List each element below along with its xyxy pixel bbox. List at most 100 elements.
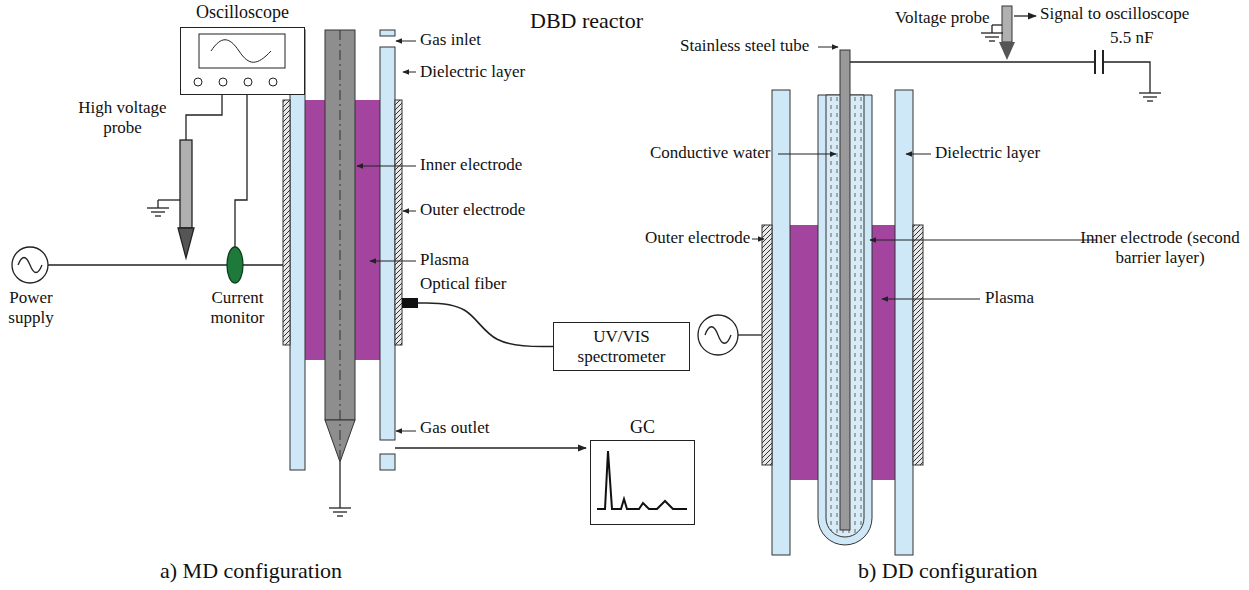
leader-line xyxy=(870,240,1097,241)
part-label: Conductive water xyxy=(650,143,770,163)
part-label: Inner electrode xyxy=(420,155,522,175)
outer-electrode xyxy=(283,100,290,345)
ac-wave xyxy=(18,258,42,273)
part-label: Plasma xyxy=(985,288,1034,308)
spectrometer-box: UV/VIS spectrometer xyxy=(553,322,690,371)
illustration-part xyxy=(991,25,992,33)
leader-line xyxy=(403,72,416,73)
wire xyxy=(992,24,1002,25)
part-label: Stainless steel tube xyxy=(680,36,809,56)
leader-line xyxy=(882,299,980,300)
illustration-part xyxy=(698,16,1150,355)
md-reactor xyxy=(283,30,586,470)
part-label: Dielectric layer xyxy=(935,143,1040,163)
probe-body xyxy=(180,140,192,228)
ground-symbol xyxy=(1139,85,1161,101)
ground-symbol xyxy=(329,500,351,516)
current-monitor-symbol xyxy=(227,247,243,283)
illustration-part xyxy=(989,40,995,41)
part-label: Optical fiber xyxy=(420,274,506,294)
illustration-part xyxy=(155,215,161,216)
knob xyxy=(269,78,277,86)
illustration-part xyxy=(329,507,351,508)
md-circuit xyxy=(12,95,283,283)
part-label: Gas outlet xyxy=(420,418,489,438)
outer-electrode xyxy=(762,225,772,465)
power-supply-symbol xyxy=(12,247,48,283)
box-heading: GC xyxy=(571,417,714,438)
wire xyxy=(235,95,247,247)
trace xyxy=(211,40,271,63)
dielectric-wall xyxy=(380,30,395,36)
stainless-tube xyxy=(840,50,850,530)
knob xyxy=(194,78,202,86)
gas-outlet-arrow xyxy=(395,447,586,448)
oscilloscope-panel xyxy=(181,28,303,93)
box-heading: Oscilloscope xyxy=(161,2,324,23)
illustration-part xyxy=(1139,92,1161,93)
dielectric-wall xyxy=(380,454,395,470)
part-label: Outer electrode xyxy=(645,228,750,248)
probe-tip xyxy=(178,228,194,258)
oscilloscope-box: Oscilloscope xyxy=(180,27,305,95)
leader-line xyxy=(752,239,764,240)
signal-arrow xyxy=(1014,15,1036,16)
wire xyxy=(186,95,222,140)
illustration-part xyxy=(1143,96,1157,97)
wire xyxy=(158,199,180,200)
part-label: Plasma xyxy=(420,250,469,270)
ac-wave xyxy=(705,327,731,344)
leader-line xyxy=(906,154,931,155)
diagram-title: DBD reactor xyxy=(530,8,643,34)
power-supply-symbol xyxy=(698,315,738,355)
figure-caption: a) MD configuration xyxy=(160,558,342,583)
illustration-part xyxy=(147,207,169,208)
wire xyxy=(48,264,283,265)
dielectric-wall xyxy=(380,47,395,440)
part-label: Power supply xyxy=(0,288,62,327)
illustration-part xyxy=(333,511,347,512)
illustration-part xyxy=(157,200,158,208)
part-label: High voltage probe xyxy=(70,98,175,137)
gc-box: GC xyxy=(590,440,695,525)
ground-symbol xyxy=(981,25,1003,41)
illustration-part xyxy=(985,36,999,37)
part-label: Voltage probe xyxy=(895,8,990,28)
illustration-part xyxy=(339,500,340,508)
illustration-part xyxy=(337,515,343,516)
wire xyxy=(738,334,762,335)
capacitor-symbol xyxy=(1095,50,1103,74)
figure-caption: b) DD configuration xyxy=(858,558,1038,583)
leader-line xyxy=(396,41,416,42)
chromatogram xyxy=(591,441,693,523)
optical-fiber xyxy=(418,303,553,347)
probe-tip xyxy=(999,42,1015,60)
leader-line xyxy=(818,47,838,48)
knob xyxy=(219,78,227,86)
ground-symbol xyxy=(147,200,169,216)
outer-electrode xyxy=(913,225,923,465)
leader-line xyxy=(370,261,416,262)
part-label: Current monitor xyxy=(195,288,280,327)
illustration-part xyxy=(151,211,165,212)
dielectric-wall xyxy=(290,30,305,470)
part-label: Outer electrode xyxy=(420,200,525,220)
illustration-part xyxy=(1147,100,1153,101)
plasma-region xyxy=(790,225,818,480)
leader-line xyxy=(403,211,416,212)
center-line xyxy=(340,30,341,460)
leader-line xyxy=(357,166,416,167)
part-label: Inner electrode (second barrier layer) xyxy=(1080,228,1240,267)
part-label: Signal to oscilloscope xyxy=(1040,4,1189,24)
screen xyxy=(199,34,285,68)
wire xyxy=(850,62,1150,85)
dielectric-wall xyxy=(772,90,790,555)
part-label: 5.5 nF xyxy=(1110,28,1153,48)
probe-body xyxy=(1002,6,1012,42)
illustration-part xyxy=(1149,85,1150,93)
leader-line xyxy=(396,431,416,432)
dd-reactor xyxy=(698,6,1150,555)
leader-line xyxy=(778,154,836,155)
plasma-region xyxy=(872,225,895,480)
